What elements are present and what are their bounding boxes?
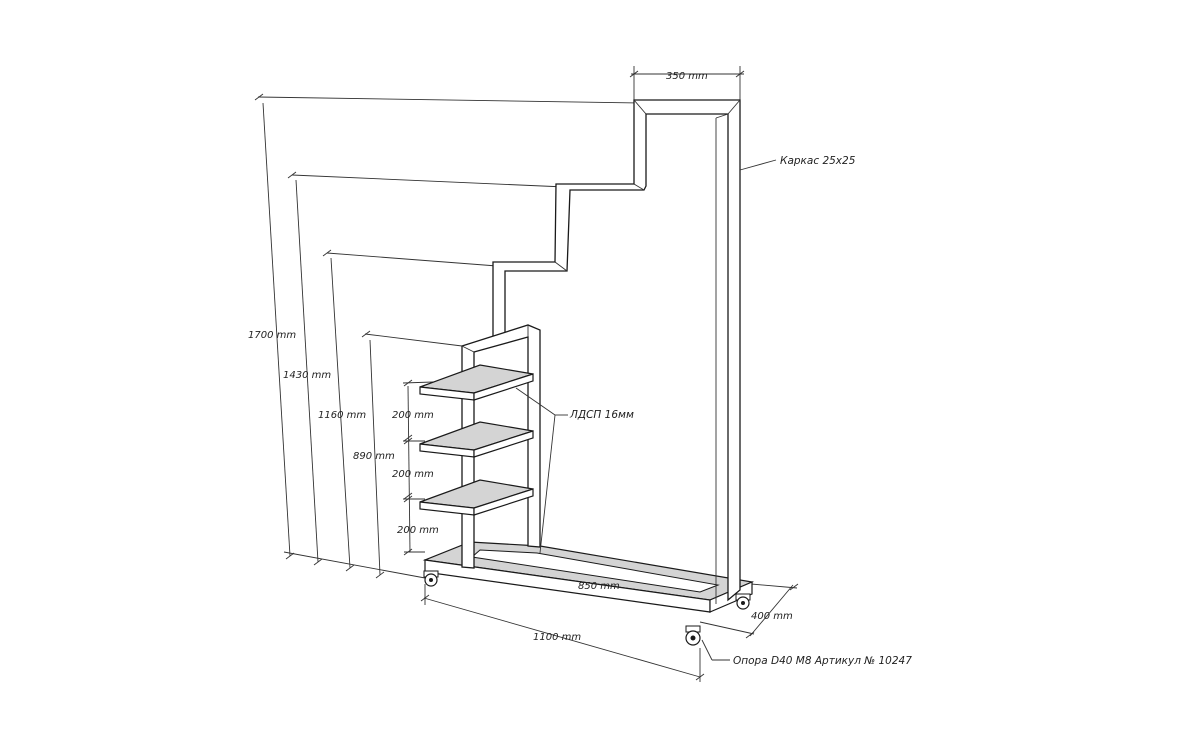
main-frame xyxy=(492,99,741,604)
dim-350: 350 mm xyxy=(666,71,708,82)
dimension-lines xyxy=(254,66,799,682)
label-frame: Каркас 25х25 xyxy=(780,155,856,167)
caster-front-left xyxy=(423,570,439,587)
shelf-frame xyxy=(461,324,541,569)
caster-front-right xyxy=(685,625,701,646)
casters xyxy=(423,570,751,646)
shelf-3 xyxy=(419,479,534,516)
dim-1100: 1100 mm xyxy=(533,632,581,643)
label-caster: Опора D40 M8 Артикул № 10247 xyxy=(733,655,912,667)
caster-back-right xyxy=(735,593,751,610)
label-material: ЛДСП 16мм xyxy=(569,409,634,421)
dim-890: 890 mm xyxy=(353,451,395,462)
dim-200-c: 200 mm xyxy=(397,525,439,536)
dim-1430: 1430 mm xyxy=(283,370,331,381)
dim-200-a: 200 mm xyxy=(392,410,434,421)
dim-200-b: 200 mm xyxy=(392,469,434,480)
base-tray xyxy=(422,541,755,613)
dim-850: 850 mm xyxy=(578,581,620,592)
shelf-1 xyxy=(419,364,534,401)
dim-400: 400 mm xyxy=(751,611,793,622)
shelf-2 xyxy=(419,421,534,458)
dim-1160: 1160 mm xyxy=(318,410,366,421)
leader-lines xyxy=(515,159,777,661)
dim-1700: 1700 mm xyxy=(248,330,296,341)
